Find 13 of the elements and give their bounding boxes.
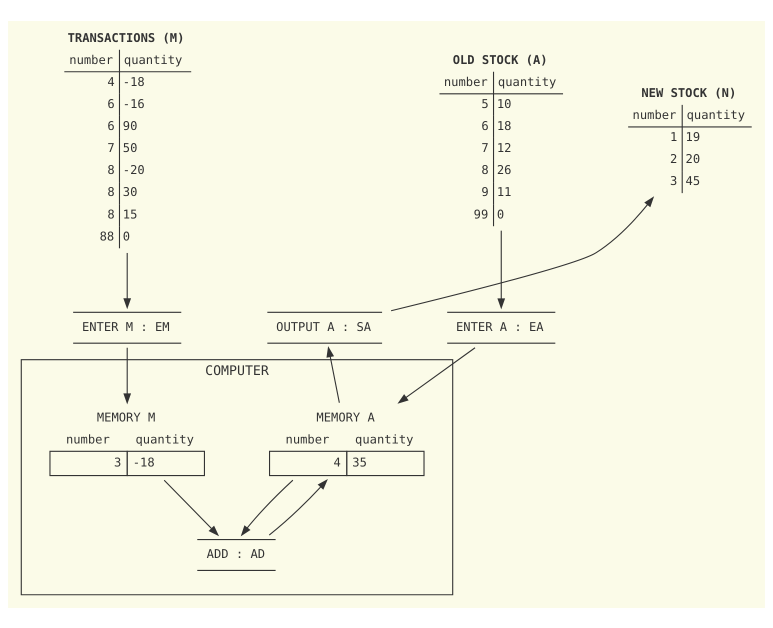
node-label: number [286,432,330,446]
node-text: NEW STOCK (N) number quantity 1 19 2 20 3 45 [632,85,746,188]
node-label: number [66,432,110,446]
node-text: TRANSACTIONS (M) number quantity 4 -18 6 -16 6 90 7 50 8 -20 8 30 8 15 88 0 [68,30,184,243]
node-text: OLD STOCK (A) number quantity 5 10 6 18 7 12 8 26 9 11 99 0 [444,52,556,221]
node-text: ADD : AD [206,546,266,561]
node-label: MEMORY M [96,410,156,424]
node-label: MEMORY A [316,410,375,424]
node-text: ENTER M : EM [82,319,170,334]
node-text: ENTER A : EA [456,319,544,334]
node-label: quantity [135,432,194,446]
node-text: OUTPUT A : SA [276,319,372,334]
node-label: quantity [355,432,414,446]
